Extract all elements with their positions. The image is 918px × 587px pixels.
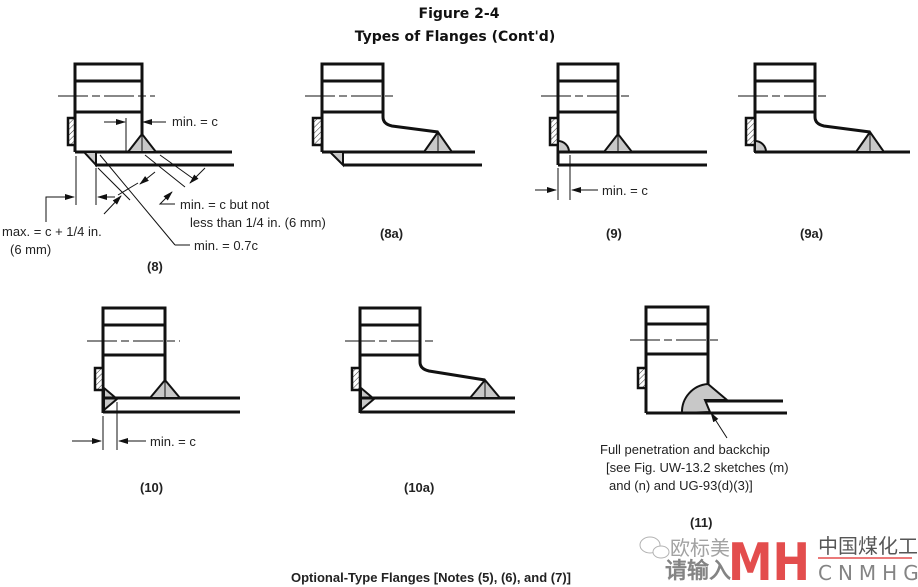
sketch-10: min. = c (10)	[72, 306, 240, 495]
sketch-label: (8a)	[380, 226, 403, 241]
logo-cn-text: 中国煤化工	[818, 534, 918, 558]
logo-mh: MH	[728, 533, 810, 587]
logo-en-text: CNMHG	[818, 561, 918, 585]
note-line-3: and (n) and UG-93(d)(3)]	[609, 478, 753, 493]
dim-min-c-but-not: min. = c but not	[180, 197, 270, 212]
figure-caption: Optional-Type Flanges [Notes (5), (6), a…	[291, 570, 571, 585]
sketch-label: (10a)	[404, 480, 434, 495]
sketch-9: min. = c (9)	[535, 62, 707, 241]
note-line-1: Full penetration and backchip	[600, 442, 770, 457]
figure-number: Figure 2-4	[419, 6, 500, 22]
dim-min-07c: min. = 0.7c	[194, 238, 258, 253]
sketch-label: (10)	[140, 480, 163, 495]
sketch-9a: (9a)	[738, 62, 910, 241]
dim-min-c: min. = c	[172, 114, 218, 129]
dim-min-c: min. = c	[150, 434, 196, 449]
sketch-11: Full penetration and backchip [see Fig. …	[600, 305, 789, 530]
watermark-wechat-text: 欧标美	[670, 536, 730, 560]
dim-min-c: min. = c	[602, 183, 648, 198]
dim-less-than: less than 1/4 in. (6 mm)	[190, 215, 326, 230]
dim-max: max. = c + 1/4 in.	[2, 224, 102, 239]
note-line-2: [see Fig. UW-13.2 sketches (m)	[606, 460, 789, 475]
figure-title: Types of Flanges (Cont'd)	[355, 29, 555, 45]
dim-max-mm: (6 mm)	[10, 242, 51, 257]
sketch-label: (9a)	[800, 226, 823, 241]
watermark-prompt: 请输入	[665, 558, 731, 584]
sketch-8: min. = c min. = c but not less than 1/4 …	[2, 62, 326, 274]
sketch-label: (8)	[147, 259, 163, 274]
wechat-icon	[639, 536, 670, 559]
sketch-10a: (10a)	[345, 306, 515, 495]
watermark: 欧标美 请输入 MH 中国煤化工 CNMHG	[639, 533, 918, 587]
sketch-8a: (8a)	[305, 62, 482, 241]
sketch-label: (11)	[690, 515, 712, 530]
sketch-label: (9)	[606, 226, 622, 241]
